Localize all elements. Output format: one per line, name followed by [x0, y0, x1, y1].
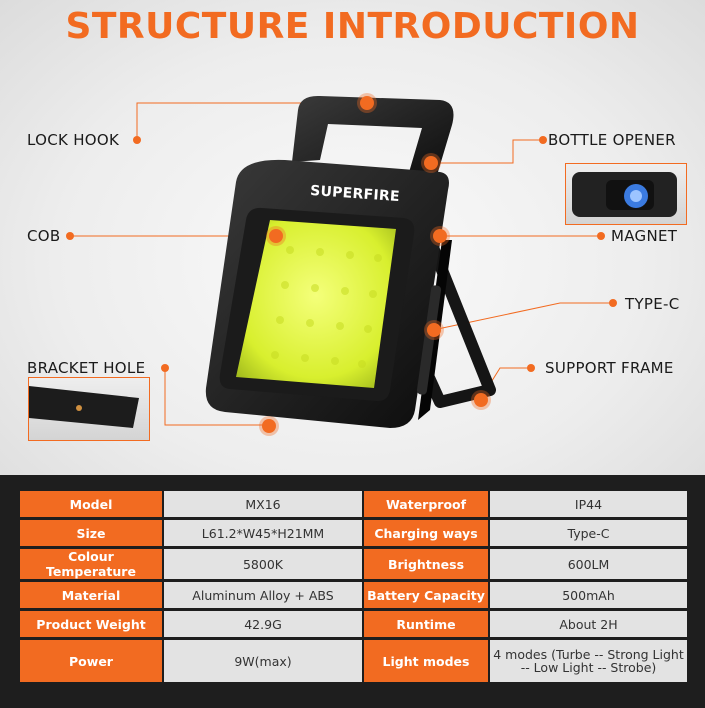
spec-value: Type-C	[490, 520, 687, 546]
marker-dot	[66, 232, 74, 240]
marker-dot	[527, 364, 535, 372]
spec-value: 600LM	[490, 549, 687, 579]
marker-dot	[133, 136, 141, 144]
spec-value: 42.9G	[164, 611, 362, 637]
spec-key: Waterproof	[364, 491, 488, 517]
marker-dot	[360, 96, 374, 110]
marker-dot	[597, 232, 605, 240]
spec-value: MX16	[164, 491, 362, 517]
spec-value: Aluminum Alloy + ABS	[164, 582, 362, 608]
table-row: Colour Temperature 5800K Brightness 600L…	[20, 549, 687, 579]
bracket-hole-image	[29, 386, 139, 428]
spec-value: 9W(max)	[164, 640, 362, 682]
marker-dot	[269, 229, 283, 243]
spec-key: Runtime	[364, 611, 488, 637]
spec-value: 500mAh	[490, 582, 687, 608]
marker-dot	[539, 136, 547, 144]
label-magnet: MAGNET	[611, 227, 678, 245]
label-support-frame: SUPPORT FRAME	[545, 359, 674, 377]
table-row: Material Aluminum Alloy + ABS Battery Ca…	[20, 582, 687, 608]
spec-value: 5800K	[164, 549, 362, 579]
marker-dot	[609, 299, 617, 307]
table-row: Product Weight 42.9G Runtime About 2H	[20, 611, 687, 637]
table-row: Power 9W(max) Light modes 4 modes (Turbe…	[20, 640, 687, 682]
label-bottle-opener: BOTTLE OPENER	[548, 131, 676, 149]
table-row: Model MX16 Waterproof IP44	[20, 491, 687, 517]
spec-value: IP44	[490, 491, 687, 517]
marker-dot	[161, 364, 169, 372]
marker-dot	[427, 323, 441, 337]
label-bracket-hole: BRACKET HOLE	[27, 359, 146, 377]
bracket-hole-inset	[28, 377, 150, 441]
marker-dot	[262, 419, 276, 433]
marker-dot	[433, 229, 447, 243]
spec-value: 4 modes (Turbe -- Strong Light -- Low Li…	[490, 640, 687, 682]
spec-value: About 2H	[490, 611, 687, 637]
spec-table-panel: Model MX16 Waterproof IP44 Size L61.2*W4…	[0, 475, 705, 708]
spec-key: Battery Capacity	[364, 582, 488, 608]
page-title: STRUCTURE INTRODUCTION	[65, 6, 640, 47]
structure-diagram: STRUCTURE INTRODUCTION	[0, 0, 705, 475]
label-type-c: TYPE-C	[625, 295, 680, 313]
spec-key: Product Weight	[20, 611, 162, 637]
spec-key: Charging ways	[364, 520, 488, 546]
marker-dot	[474, 393, 488, 407]
marker-dot	[424, 156, 438, 170]
magnet-inset	[565, 163, 687, 225]
spec-key: Light modes	[364, 640, 488, 682]
spec-key: Model	[20, 491, 162, 517]
magnet-image	[572, 172, 677, 217]
spec-key: Size	[20, 520, 162, 546]
spec-value: L61.2*W45*H21MM	[164, 520, 362, 546]
spec-key: Material	[20, 582, 162, 608]
spec-key: Brightness	[364, 549, 488, 579]
spec-key: Colour Temperature	[20, 549, 162, 579]
table-row: Size L61.2*W45*H21MM Charging ways Type-…	[20, 520, 687, 546]
flashlight-image	[205, 95, 496, 428]
spec-table: Model MX16 Waterproof IP44 Size L61.2*W4…	[18, 488, 689, 685]
label-lock-hook: LOCK HOOK	[27, 131, 120, 149]
spec-key: Power	[20, 640, 162, 682]
label-cob: COB	[27, 227, 61, 245]
